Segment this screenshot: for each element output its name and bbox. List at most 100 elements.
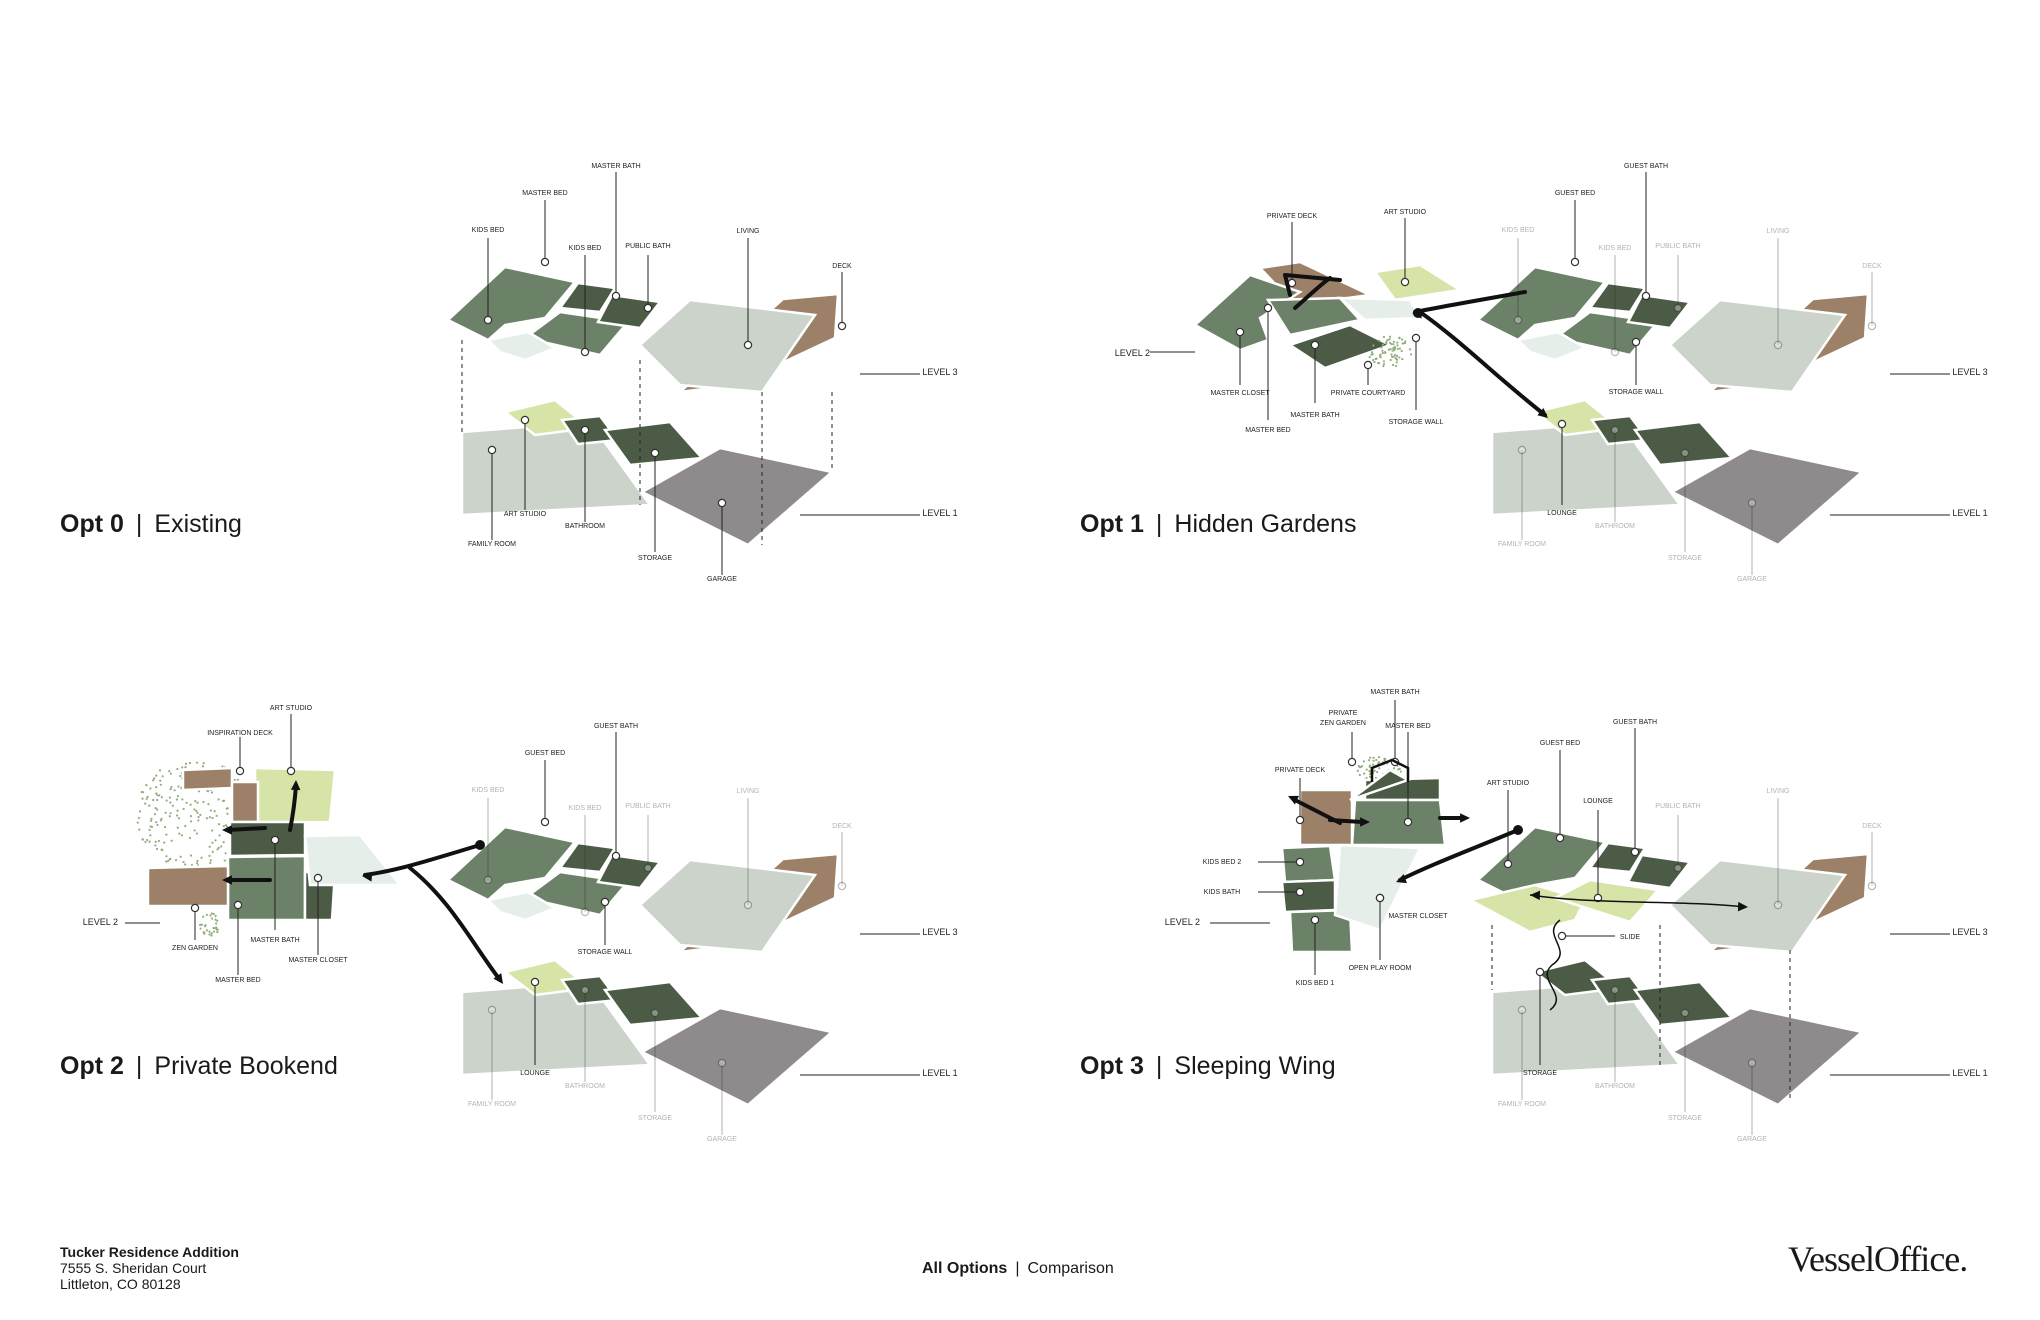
room-label: DECK bbox=[832, 823, 852, 830]
garden-speck bbox=[214, 918, 217, 921]
arrow-head bbox=[1396, 874, 1407, 884]
garden-speck bbox=[211, 850, 214, 854]
arrow-head bbox=[1360, 817, 1370, 827]
room-marker-dot bbox=[580, 985, 590, 995]
room-label: GUEST BATH bbox=[594, 723, 638, 730]
garden-speck bbox=[210, 912, 213, 915]
room-marker-dot bbox=[233, 900, 243, 910]
option-title: Sleeping Wing bbox=[1174, 1052, 1336, 1080]
garden-speck bbox=[1392, 347, 1395, 350]
garden-speck bbox=[165, 833, 168, 836]
garden-speck bbox=[1386, 339, 1389, 342]
garden-speck bbox=[1395, 357, 1398, 361]
room-label: LOUNGE bbox=[520, 1070, 550, 1077]
garden-speck bbox=[1376, 770, 1379, 774]
room-label: KIDS BED bbox=[472, 227, 505, 234]
room-marker-dot bbox=[611, 291, 621, 301]
option-number: Opt 2 bbox=[60, 1052, 124, 1080]
project-name: Tucker Residence Addition bbox=[60, 1244, 239, 1260]
room-label: INSPIRATION DECK bbox=[207, 730, 273, 737]
room-label: OPEN PLAY ROOM bbox=[1349, 965, 1412, 972]
garden-speck bbox=[1382, 335, 1386, 339]
garden-speck bbox=[1373, 360, 1376, 364]
garden-speck bbox=[169, 812, 172, 815]
room-marker-dot bbox=[1673, 863, 1683, 873]
room-label: GUEST BATH bbox=[1613, 719, 1657, 726]
room-label: KIDS BED bbox=[1599, 245, 1632, 252]
garden-speck bbox=[155, 792, 158, 795]
garden-speck bbox=[181, 798, 184, 801]
room-label: STORAGE WALL bbox=[1389, 419, 1444, 426]
room-label: ZEN GARDEN bbox=[172, 945, 218, 952]
garden-speck bbox=[217, 798, 220, 801]
storage-room bbox=[602, 420, 705, 467]
garden-speck bbox=[155, 774, 158, 777]
room-label: PRIVATE COURTYARD bbox=[1331, 390, 1406, 397]
room-label: KIDS BED bbox=[569, 245, 602, 252]
room-label: MASTER BATH bbox=[591, 163, 640, 170]
option-3-label: Opt 3|Sleeping Wing bbox=[1080, 1052, 1336, 1081]
garden-speck bbox=[1362, 760, 1365, 763]
sheet-title: All Options|Comparison bbox=[922, 1260, 1114, 1278]
garden-speck bbox=[223, 859, 226, 862]
kids-bed-2-room bbox=[1280, 844, 1337, 884]
garden-speck bbox=[1389, 347, 1392, 351]
garden-speck bbox=[207, 803, 210, 806]
garden-speck bbox=[1368, 355, 1371, 359]
room-label: BATHROOM bbox=[1595, 523, 1635, 530]
room-label: GUEST BED bbox=[1540, 740, 1580, 747]
garden-speck bbox=[218, 834, 221, 837]
garden-speck bbox=[136, 821, 139, 824]
garden-speck bbox=[184, 824, 187, 828]
room-marker-dot bbox=[600, 897, 610, 907]
garden-speck bbox=[1396, 341, 1399, 344]
garden-speck bbox=[168, 858, 171, 861]
garden-speck bbox=[221, 765, 224, 768]
garden-speck bbox=[158, 769, 162, 772]
garden-speck bbox=[190, 820, 193, 823]
room-label: LEVEL 3 bbox=[922, 367, 957, 377]
master-bath-room bbox=[1349, 768, 1412, 802]
garden-speck bbox=[165, 855, 168, 858]
zen-garden-room bbox=[146, 864, 230, 908]
garden-speck bbox=[1392, 767, 1396, 770]
garden-speck bbox=[1408, 348, 1411, 351]
arrow-left bbox=[226, 826, 267, 832]
option-number: Opt 3 bbox=[1080, 1052, 1144, 1080]
garden-speck bbox=[1393, 349, 1396, 352]
room-label: STORAGE bbox=[638, 1115, 672, 1122]
room-label: PUBLIC BATH bbox=[1655, 803, 1700, 810]
garden-texture bbox=[199, 912, 219, 937]
garden-speck bbox=[184, 863, 187, 866]
garden-speck bbox=[1372, 759, 1375, 762]
room-marker-dot bbox=[580, 425, 590, 435]
garden-speck bbox=[213, 927, 216, 930]
garden-speck bbox=[196, 811, 199, 814]
garden-speck bbox=[1383, 759, 1386, 762]
room-label: KIDS BATH bbox=[1204, 889, 1240, 896]
room-label: ART STUDIO bbox=[1487, 780, 1530, 787]
garden-speck bbox=[208, 845, 211, 848]
room-marker-dot bbox=[1570, 257, 1580, 267]
room-marker-dot bbox=[1630, 847, 1640, 857]
garden-speck bbox=[216, 848, 219, 851]
garden-speck bbox=[184, 766, 187, 769]
garden-speck bbox=[1372, 344, 1375, 347]
garden-speck bbox=[160, 796, 163, 799]
garden-speck bbox=[141, 838, 144, 841]
garden-speck bbox=[194, 800, 197, 803]
garden-speck bbox=[144, 840, 147, 844]
garden-speck bbox=[221, 799, 225, 803]
garden-speck bbox=[175, 814, 179, 817]
master-bath-room bbox=[557, 281, 618, 314]
garden-speck bbox=[169, 787, 172, 791]
garden-speck bbox=[1394, 346, 1397, 349]
garden-speck bbox=[202, 800, 205, 804]
room-marker-dot bbox=[483, 875, 493, 885]
garden-speck bbox=[1398, 337, 1401, 340]
garden-speck bbox=[156, 798, 159, 802]
garden-speck bbox=[146, 838, 149, 842]
garden-speck bbox=[1377, 762, 1380, 765]
room-label: KIDS BED bbox=[569, 805, 602, 812]
garden-speck bbox=[215, 928, 218, 931]
